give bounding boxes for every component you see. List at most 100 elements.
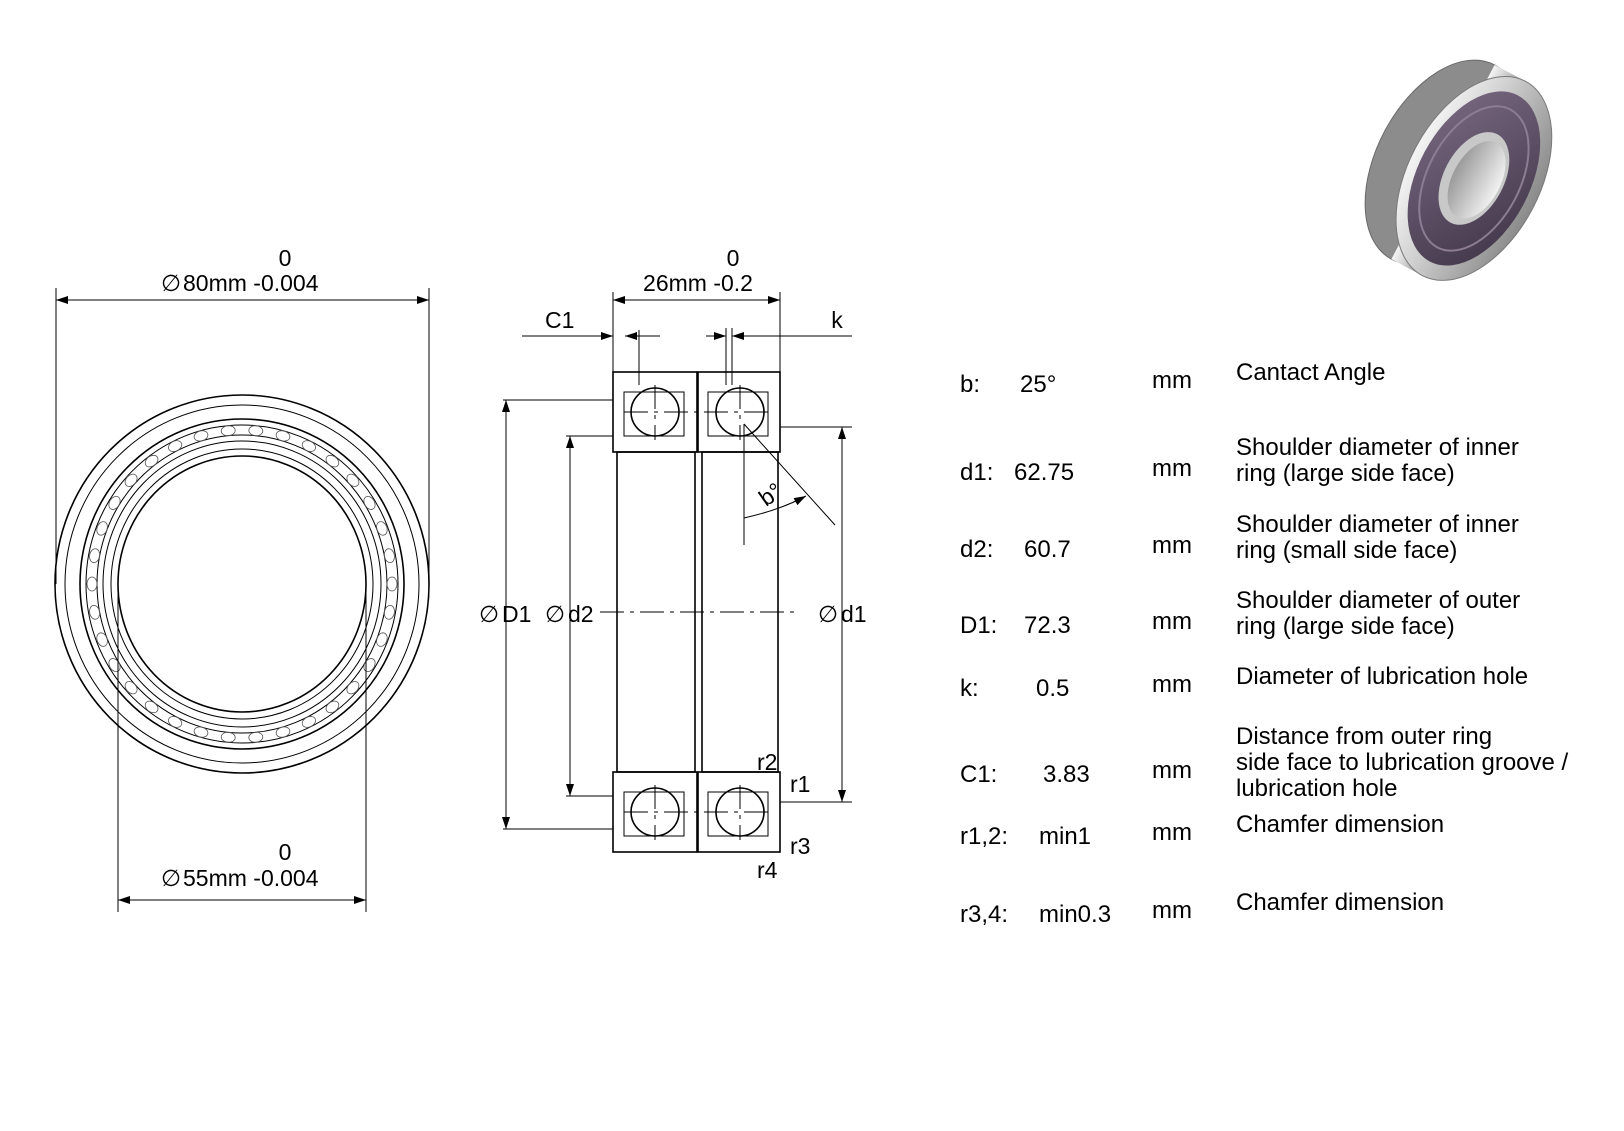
spec-description: ring (large side face): [1236, 460, 1455, 487]
spec-description: Shoulder diameter of outer: [1236, 587, 1520, 614]
width-dim-label: 26mm -0.2: [643, 270, 753, 296]
spec-value: min1: [1039, 823, 1091, 850]
bore-dim-label: 55mm -0.004: [183, 865, 319, 891]
spec-description: lubrication hole: [1236, 775, 1397, 802]
diameter-symbol-icon: ∅: [479, 601, 499, 627]
spec-description: Cantact Angle: [1236, 359, 1385, 386]
spec-unit: mm: [1152, 757, 1192, 784]
spec-value: 0.5: [1036, 675, 1069, 702]
front-view-ball: [124, 473, 138, 487]
spec-unit: mm: [1152, 671, 1192, 698]
bore-dim-tolerance: 0: [279, 839, 292, 865]
spec-key: C1:: [960, 761, 997, 788]
spec-unit: mm: [1152, 367, 1192, 394]
r3-label: r3: [790, 833, 810, 859]
front-view: 0 ∅ 80mm -0.004 0 ∅ 55mm -0.004: [54, 245, 430, 912]
spec-key: k:: [960, 675, 979, 702]
spec-value: 25°: [1020, 371, 1056, 398]
bearing-3d-render: [1364, 59, 1553, 281]
section-view: 0 26mm -0.2 C1 k ∅ D1: [479, 245, 867, 883]
spec-unit: mm: [1152, 455, 1192, 482]
spec-description: Shoulder diameter of inner: [1236, 434, 1519, 461]
front-view-ball: [301, 440, 316, 452]
diameter-symbol-icon: ∅: [161, 865, 181, 891]
D1-label: D1: [502, 601, 531, 627]
diameter-symbol-icon: ∅: [545, 601, 565, 627]
front-view-ball: [193, 726, 209, 738]
width-dim-tolerance: 0: [727, 245, 740, 271]
front-view-ball: [96, 521, 108, 536]
d2-label: d2: [568, 601, 594, 627]
spec-unit: mm: [1152, 897, 1192, 924]
front-view-ball: [346, 473, 360, 487]
width-dimension: 0 26mm -0.2: [612, 245, 781, 372]
spec-description: Chamfer dimension: [1236, 811, 1444, 838]
contact-angle-annotation: b°: [743, 423, 836, 545]
front-view-ball: [89, 548, 101, 564]
spec-value: 3.83: [1043, 761, 1090, 788]
spec-key: b:: [960, 371, 980, 398]
front-view-ball: [124, 681, 138, 695]
front-view-rings: [54, 394, 430, 774]
spec-value: 72.3: [1024, 612, 1071, 639]
front-view-ball: [275, 430, 291, 442]
k-label: k: [831, 307, 843, 333]
front-view-ball: [96, 632, 108, 647]
c1-label: C1: [545, 307, 574, 333]
front-view-ball: [108, 658, 121, 673]
bore-diameter-dimension: 0 ∅ 55mm -0.004: [117, 584, 367, 912]
spec-value: 62.75: [1014, 459, 1074, 486]
spec-value: 60.7: [1024, 536, 1071, 563]
front-view-ball: [325, 700, 340, 714]
spec-key: r3,4:: [960, 901, 1008, 928]
front-view-ball: [248, 425, 264, 437]
D1-dimension: ∅ D1: [479, 399, 613, 830]
front-view-ball: [168, 440, 183, 452]
r2-label: r2: [757, 749, 777, 775]
front-view-ball: [168, 716, 183, 728]
d2-dimension: ∅ d2: [545, 435, 613, 797]
spec-description: Chamfer dimension: [1236, 889, 1444, 916]
angle-label: b°: [754, 477, 787, 511]
k-dimension: k: [706, 307, 852, 385]
front-view-ball: [144, 454, 159, 468]
spec-description: Diameter of lubrication hole: [1236, 663, 1528, 690]
front-view-ball: [346, 681, 360, 695]
spec-key: d1:: [960, 459, 993, 486]
front-view-ball: [376, 632, 388, 647]
front-view-ball: [386, 576, 398, 592]
front-view-ball: [363, 658, 376, 673]
front-view-ball: [325, 454, 340, 468]
front-view-ball: [275, 726, 291, 738]
front-view-ball: [108, 495, 121, 510]
front-view-ball: [193, 430, 209, 442]
spec-key: d2:: [960, 536, 993, 563]
spec-unit: mm: [1152, 532, 1192, 559]
r1-label: r1: [790, 771, 810, 797]
spec-description: ring (small side face): [1236, 537, 1457, 564]
section-balls: [623, 385, 770, 840]
r4-label: r4: [757, 857, 778, 883]
front-view-ball: [86, 576, 98, 592]
front-view-ball: [376, 521, 388, 536]
front-view-ball-set: [86, 425, 398, 743]
spec-unit: mm: [1152, 819, 1192, 846]
d1-dimension: ∅ d1: [780, 426, 867, 803]
diameter-symbol-icon: ∅: [818, 601, 838, 627]
spec-description: ring (large side face): [1236, 613, 1455, 640]
front-view-ball: [248, 731, 264, 743]
spec-value: min0.3: [1039, 901, 1111, 928]
spec-description: Distance from outer ring: [1236, 723, 1492, 750]
front-view-ball: [220, 731, 236, 743]
front-view-ball: [220, 425, 236, 437]
diameter-symbol-icon: ∅: [161, 270, 181, 296]
d1-label: d1: [841, 601, 867, 627]
outer-dim-tolerance: 0: [279, 245, 292, 271]
front-view-ball: [89, 604, 101, 620]
outer-dim-label: 80mm -0.004: [183, 270, 319, 296]
front-view-ball: [383, 548, 395, 564]
front-view-ball: [144, 700, 159, 714]
front-view-ball: [363, 495, 376, 510]
